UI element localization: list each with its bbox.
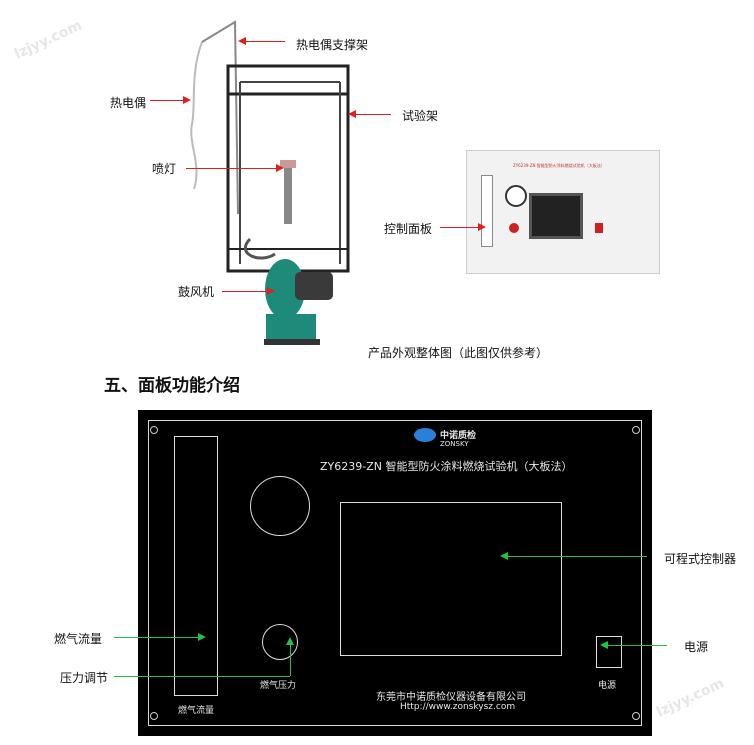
controller-screen: [340, 502, 562, 656]
arrow-power: [600, 641, 608, 649]
arrow-thermocouple-stand: [238, 37, 246, 45]
arrow-line: [245, 41, 285, 42]
arrow-thermocouple: [183, 96, 191, 104]
label-test-rack: 试验架: [402, 109, 439, 123]
arrow-line: [440, 227, 478, 228]
gas-pressure-label: 燃气压力: [260, 681, 297, 691]
arrow-line: [186, 168, 276, 169]
panel-title: ZY6239-ZN 智能型防火涂料燃烧试验机（大板法）: [320, 460, 573, 473]
arrow-blower: [267, 287, 275, 295]
gas-flow-meter: [174, 436, 218, 696]
label-thermocouple: 热电偶: [110, 96, 147, 110]
logo-sub: ZONSKY: [440, 440, 469, 448]
arrow-line: [150, 100, 183, 101]
photo-caption: 产品外观整体图（此图仅供参考）: [368, 346, 549, 360]
callout-line: [114, 676, 290, 677]
callout-line: [507, 556, 647, 557]
callout-gas-flow: 燃气流量: [54, 632, 103, 646]
cabinet-screen: [529, 193, 583, 239]
panel-border: [148, 420, 642, 726]
control-cabinet-photo: ZY6239-ZN 智能型防火涂料燃烧试验机（大板法）: [466, 150, 660, 274]
company-name: 东莞市中诺质检仪器设备有限公司: [376, 692, 526, 703]
section-title: 五、面板功能介绍: [104, 376, 240, 396]
arrow-gas-flow: [198, 633, 206, 641]
cabinet-switch: [595, 223, 603, 233]
cabinet-flowmeter: [481, 175, 493, 247]
power-label: 电源: [598, 681, 617, 691]
cabinet-title: ZY6239-ZN 智能型防火涂料燃烧试验机（大板法）: [513, 163, 605, 168]
screw-icon: [150, 426, 158, 434]
apparatus-photo: [180, 14, 365, 349]
arrow-line: [355, 114, 391, 115]
watermark-bottom: lzjyy.com: [654, 675, 727, 721]
arrow-burner: [276, 164, 284, 172]
arrow-test-rack: [348, 110, 356, 118]
label-burner: 喷灯: [152, 162, 177, 176]
pressure-knob: [262, 624, 298, 660]
arrow-plc: [500, 552, 508, 560]
logo-icon: [414, 428, 436, 442]
screw-icon: [632, 712, 640, 720]
pressure-gauge: [250, 476, 310, 536]
callout-line: [114, 637, 198, 638]
watermark-top: lzjyy.com: [12, 17, 85, 63]
callout-line: [607, 645, 667, 646]
callout-pressure-adjust: 压力调节: [60, 671, 109, 685]
callout-plc: 可程式控制器: [664, 552, 737, 566]
screw-icon: [150, 712, 158, 720]
label-thermocouple-stand: 热电偶支撑架: [296, 38, 369, 52]
company-url: Http://www.zonskysz.com: [400, 702, 516, 712]
arrow-line: [222, 291, 267, 292]
apparatus-illustration: [190, 20, 350, 345]
callout-riser: [290, 644, 291, 676]
screw-icon: [632, 426, 640, 434]
panel-diagram: 中诺质检 ZONSKY ZY6239-ZN 智能型防火涂料燃烧试验机（大板法） …: [138, 410, 652, 736]
cabinet-gauge: [505, 185, 527, 207]
arrow-pressure-adjust: [286, 637, 294, 645]
label-blower: 鼓风机: [178, 285, 215, 299]
cabinet-knob: [509, 223, 519, 233]
logo-text: 中诺质检: [440, 431, 477, 441]
power-switch: [596, 636, 622, 668]
gas-flow-label: 燃气流量: [178, 706, 215, 716]
label-control-panel: 控制面板: [384, 222, 433, 236]
arrow-control-panel: [478, 223, 486, 231]
callout-power: 电源: [684, 640, 709, 654]
